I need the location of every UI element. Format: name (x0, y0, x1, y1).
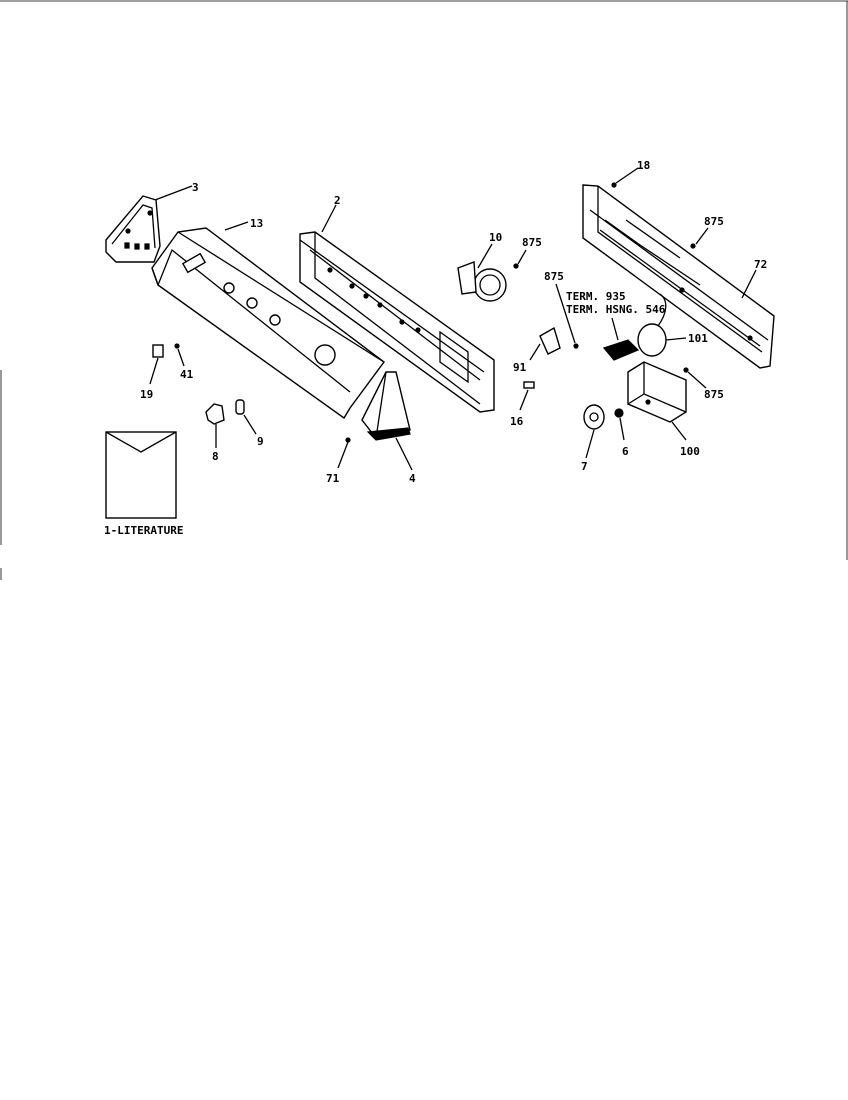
label-term: TERM. 935 (566, 290, 626, 303)
part-41-screw (174, 343, 185, 367)
label-16: 16 (510, 415, 524, 428)
label-7: 7 (581, 460, 588, 473)
label-875-c: 875 (704, 215, 724, 228)
part-875-screw-d (683, 367, 707, 389)
label-2: 2 (334, 194, 341, 207)
label-101: 101 (688, 332, 708, 345)
label-13: 13 (250, 217, 263, 230)
part-101-motor (637, 293, 687, 357)
label-6: 6 (622, 445, 629, 458)
part-6-nut (614, 408, 625, 441)
label-875-d: 875 (704, 388, 724, 401)
part-875-screw-b (555, 283, 579, 349)
part-91-switch (529, 326, 561, 361)
label-term-hsng: TERM. HSNG. 546 (566, 303, 666, 316)
part-2-bracket (299, 204, 495, 413)
label-8: 8 (212, 450, 219, 463)
label-875-a: 875 (522, 236, 542, 249)
label-91: 91 (513, 361, 527, 374)
part-875-screw-c (690, 227, 709, 249)
part-16-screw (519, 381, 535, 411)
part-3-end-cap (105, 185, 193, 263)
label-18: 18 (637, 159, 650, 172)
label-9: 9 (257, 435, 264, 448)
part-100-timer (627, 361, 687, 441)
label-72: 72 (754, 258, 767, 271)
label-3: 3 (192, 181, 199, 194)
label-71: 71 (326, 472, 340, 485)
part-72-rear-panel (582, 184, 775, 369)
part-875-screw-a (513, 249, 527, 269)
label-1-literature: 1-LITERATURE (104, 524, 183, 537)
part-71-screw (337, 437, 351, 469)
part-18-screw (611, 167, 639, 188)
part-10-dial (457, 243, 507, 302)
part-9-knob (235, 399, 257, 435)
label-41: 41 (180, 368, 194, 381)
label-875-b: 875 (544, 270, 564, 283)
label-10: 10 (489, 231, 502, 244)
part-19-clip (149, 344, 164, 385)
label-100: 100 (680, 445, 700, 458)
terminal-housing (602, 317, 640, 361)
label-4: 4 (409, 472, 416, 485)
part-13-control-panel (151, 221, 385, 420)
part-8-knob (205, 403, 225, 448)
label-19: 19 (140, 388, 153, 401)
part-1-literature (105, 431, 177, 519)
part-7-knob (583, 404, 605, 459)
part-4-end-cap (361, 371, 413, 471)
